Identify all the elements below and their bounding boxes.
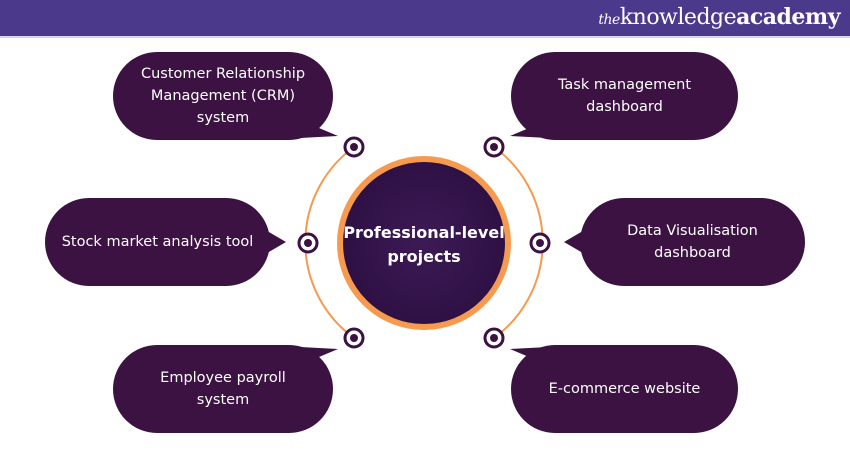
project-stock-tool: Stock market analysis tool	[61, 234, 254, 250]
project-task-dashboard: Task management dashboard	[557, 77, 692, 115]
dot	[483, 136, 505, 158]
project-dataviz-dashboard: Data Visualisation dashboard	[627, 223, 758, 261]
bubble-task	[511, 52, 738, 140]
dot	[529, 232, 551, 254]
connector-dots	[297, 136, 551, 349]
logo: theknowledgeacademy	[598, 4, 840, 30]
dot	[343, 327, 365, 349]
bubble-stock	[45, 198, 270, 286]
bubble-tail	[300, 347, 338, 365]
bubble-payroll	[113, 345, 333, 433]
bubble-tail	[510, 120, 548, 138]
project-payroll: Employee payroll system	[160, 370, 286, 408]
center-circle	[337, 156, 511, 330]
project-crm: Customer Relationship Management (CRM) s…	[140, 66, 306, 126]
dot	[483, 327, 505, 349]
bubbles	[45, 52, 805, 433]
dot	[343, 136, 365, 158]
bubble-tail	[564, 228, 588, 256]
bubble-tail	[300, 120, 338, 138]
bubble-tail	[262, 228, 286, 256]
center-title: Professional-level projects	[343, 223, 505, 266]
bubble-dataviz	[580, 198, 805, 286]
header-bar: theknowledgeacademy	[0, 0, 850, 38]
project-ecommerce: E-commerce website	[548, 381, 701, 397]
bubble-tail	[510, 347, 548, 365]
bubble-ecommerce	[511, 345, 738, 433]
bubble-crm	[113, 52, 333, 140]
dot	[297, 232, 319, 254]
